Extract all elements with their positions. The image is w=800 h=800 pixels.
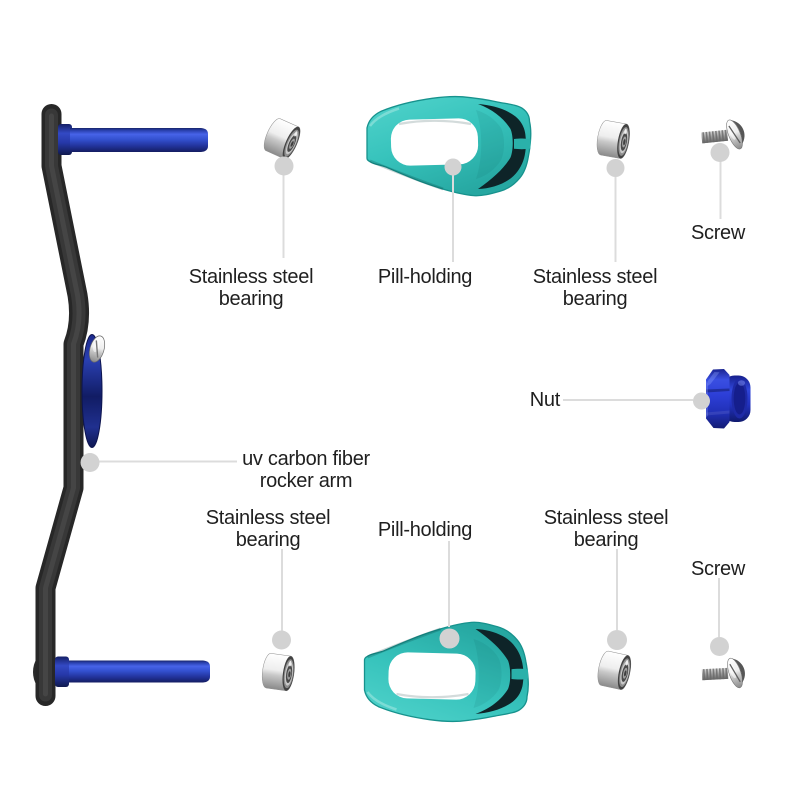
leader-dot-pill-holding-bottom bbox=[439, 628, 460, 649]
arm-mount-disc-graphic bbox=[81, 334, 106, 448]
leader-dots bbox=[80, 143, 730, 656]
shaft-collar-bottom bbox=[55, 656, 69, 687]
label-line: bearing bbox=[218, 288, 284, 310]
label-screw-bottom: Screw bbox=[691, 558, 745, 580]
bearing-bottom-left-graphic bbox=[259, 652, 297, 693]
handle-shaft-top-graphic bbox=[58, 124, 208, 155]
leader-dot-bearing-top-left bbox=[274, 156, 294, 176]
shaft-body-bottom bbox=[69, 660, 210, 683]
label-line: Stainless steel bbox=[543, 507, 669, 529]
leader-dot-bearing-top-right bbox=[606, 159, 625, 177]
label-line: bearing bbox=[562, 288, 628, 310]
nut-hex-body bbox=[706, 369, 730, 429]
leader-dot-bearing-bottom-left bbox=[272, 630, 291, 650]
screw-bottom-graphic bbox=[700, 653, 751, 692]
leader-dot-nut bbox=[693, 392, 710, 410]
bearing-bottom-right-graphic bbox=[594, 649, 634, 692]
mount-screw-head bbox=[88, 335, 106, 363]
bearing-top-right-graphic bbox=[594, 118, 633, 160]
label-pill-holding-bottom: Pill-holding bbox=[377, 519, 473, 541]
nut-graphic bbox=[706, 369, 751, 429]
label-line: Stainless steel bbox=[188, 266, 314, 288]
shaft-body-top bbox=[70, 128, 208, 152]
leader-dot-screw-bottom bbox=[710, 637, 729, 656]
mount-disc-edge bbox=[81, 334, 103, 448]
leader-dot-screw-top bbox=[710, 143, 730, 162]
label-line: Screw bbox=[690, 558, 746, 580]
label-line: rocker arm bbox=[259, 470, 353, 492]
label-screw-top: Screw bbox=[691, 222, 745, 244]
shaft-collar-top bbox=[58, 124, 72, 155]
leader-dot-rocker-arm bbox=[80, 453, 100, 472]
leader-dot-bearing-bottom-right bbox=[607, 630, 627, 650]
label-line: bearing bbox=[235, 529, 301, 551]
arm-highlight bbox=[43, 113, 82, 697]
leader-dot-pill-holding-top bbox=[444, 158, 462, 176]
handle-shaft-bottom-graphic bbox=[55, 656, 210, 687]
pill-holding-top-graphic bbox=[365, 95, 533, 198]
label-pill-holding-top: Pill-holding bbox=[377, 266, 473, 288]
rocker-arm-graphic bbox=[33, 104, 90, 706]
label-nut: Nut bbox=[529, 389, 561, 411]
bearing-top-left-graphic bbox=[260, 115, 305, 162]
label-line: Nut bbox=[529, 389, 561, 411]
label-line: Pill-holding bbox=[377, 266, 473, 288]
label-line: uv carbon fiber bbox=[242, 448, 370, 470]
label-line: Stainless steel bbox=[205, 507, 331, 529]
leader-lines bbox=[99, 161, 722, 637]
label-line: Screw bbox=[690, 222, 746, 244]
label-line: bearing bbox=[573, 529, 639, 551]
label-line: Pill-holding bbox=[377, 519, 473, 541]
label-line: Stainless steel bbox=[532, 266, 658, 288]
